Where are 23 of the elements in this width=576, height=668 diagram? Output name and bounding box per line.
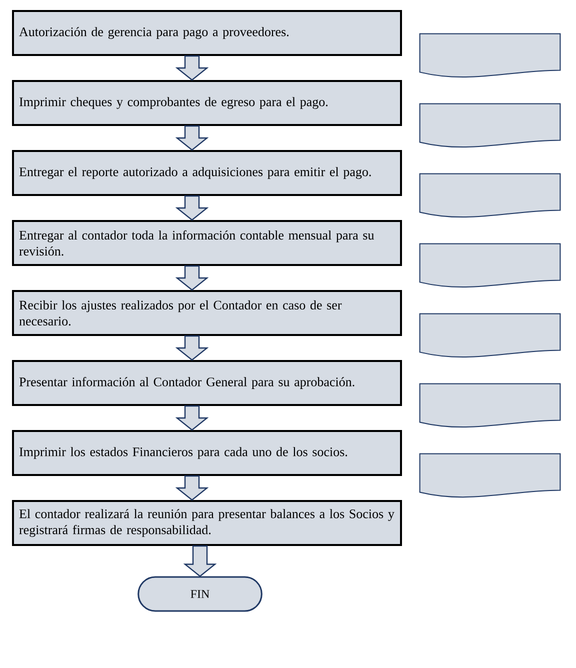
document-shape — [419, 103, 561, 148]
process-box: Recibir los ajustes realizados por el Contador en caso de ser necesario. — [12, 290, 402, 336]
block-arrow — [175, 475, 209, 501]
process-box: Imprimir cheques y comprobantes de egreso para el pago. — [12, 80, 402, 126]
block-arrow — [175, 335, 209, 361]
block-arrow — [175, 55, 209, 81]
process-box: Presentar información al Contador General para su aprobación. — [12, 360, 402, 406]
block-arrow — [175, 405, 209, 431]
process-box: El contador realizará la reunión para presentar balances a los Socios y registrará firmas de responsabilidad. — [12, 500, 402, 546]
document-shape — [419, 453, 561, 498]
document-shape — [419, 33, 561, 78]
block-arrow — [175, 125, 209, 151]
process-box: Imprimir los estados Financieros para cada uno de los socios. — [12, 430, 402, 476]
document-shape — [419, 243, 561, 288]
block-arrow — [175, 265, 209, 291]
process-box: Entregar el reporte autorizado a adquisiciones para emitir el pago. — [12, 150, 402, 196]
document-shape — [419, 383, 561, 428]
process-box: Autorización de gerencia para pago a proveedores. — [12, 10, 402, 56]
document-shape — [419, 173, 561, 218]
document-shape — [419, 313, 561, 358]
process-box: Entregar al contador toda la información contable mensual para su revisión. — [12, 220, 402, 266]
block-arrow — [183, 545, 217, 578]
block-arrow — [175, 195, 209, 221]
